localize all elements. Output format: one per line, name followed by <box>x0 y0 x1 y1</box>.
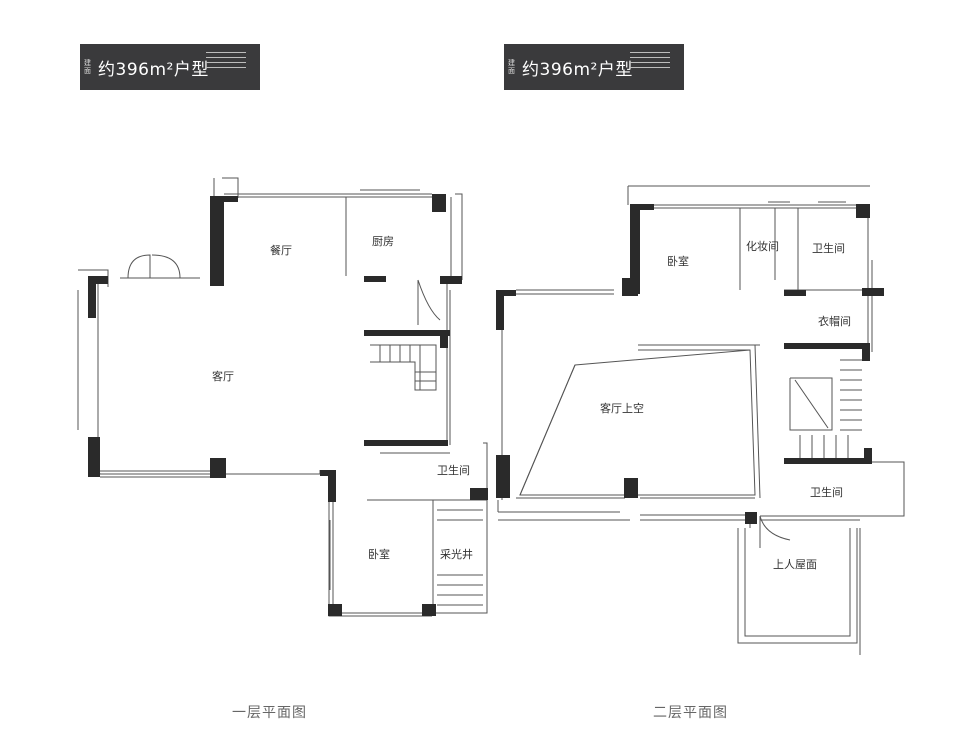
badge-title: 约396m²户型 <box>522 59 633 80</box>
floor1-structural-walls <box>88 194 488 616</box>
floor1-room-labels: 餐厅 厨房 客厅 卫生间 卧室 采光井 <box>212 235 473 561</box>
floor1-area-badge: 建面 约396m²户型 <box>80 44 260 90</box>
room-label-vanity: 化妆间 <box>746 239 779 253</box>
room-label-living: 客厅 <box>212 369 234 383</box>
badge-prefix: 建面 <box>508 59 515 75</box>
floor2-room-labels: 卧室 化妆间 卫生间 衣帽间 客厅上空 卫生间 上人屋面 <box>600 239 851 571</box>
room-label-void: 客厅上空 <box>600 401 644 415</box>
room-label-bedroom: 卧室 <box>667 254 689 268</box>
room-label-kitchen: 厨房 <box>372 235 394 248</box>
badge-title: 约396m²户型 <box>98 59 209 80</box>
floor1-caption: 一层平面图 <box>232 705 307 721</box>
floor2-area-badge: 建面 约396m²户型 <box>504 44 684 90</box>
decorative-lines <box>630 52 670 80</box>
room-label-cloakroom: 衣帽间 <box>818 314 851 328</box>
room-label-roof: 上人屋面 <box>773 558 817 571</box>
floor2-caption: 二层平面图 <box>653 705 728 721</box>
badge-prefix: 建面 <box>84 59 91 75</box>
room-label-bath-top: 卫生间 <box>812 241 845 255</box>
floor2-plan <box>497 185 905 655</box>
room-label-dining: 餐厅 <box>270 243 292 257</box>
room-label-bedroom: 卧室 <box>368 547 390 561</box>
room-label-bath-bottom: 卫生间 <box>810 485 843 499</box>
decorative-lines <box>206 52 246 80</box>
floor2-structural-walls <box>496 204 884 524</box>
room-label-bath: 卫生间 <box>437 463 470 477</box>
room-label-lightwell: 采光井 <box>440 547 473 561</box>
